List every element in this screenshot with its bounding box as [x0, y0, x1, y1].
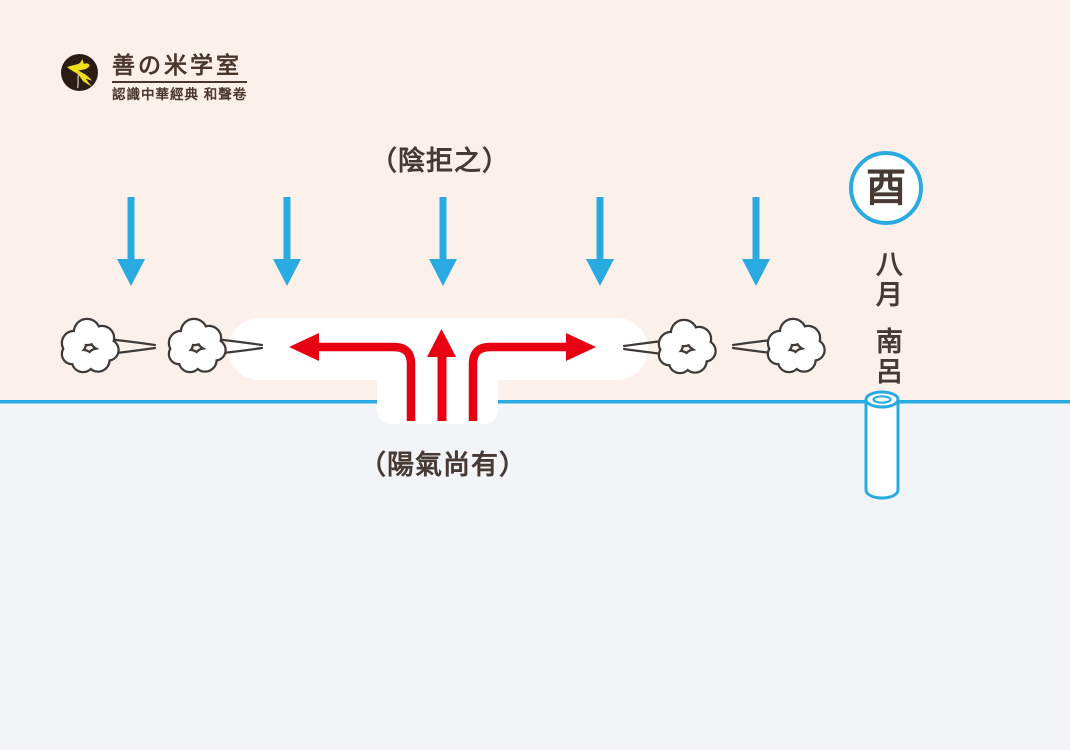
- pitch-label: 南呂: [871, 327, 902, 387]
- cloud-puff-icon: [170, 320, 264, 371]
- logo-text: 善の米学室 認識中華經典 和聲卷: [112, 54, 248, 102]
- month-label: 八月: [871, 250, 902, 310]
- cloud-puff-icon: [63, 320, 157, 371]
- down-arrow-icon: [117, 197, 145, 286]
- cloud-puff-icon: [731, 320, 824, 371]
- bird-icon: [61, 54, 98, 91]
- down-arrow-icon: [586, 197, 614, 286]
- down-arrow-icon: [742, 197, 770, 286]
- logo-subtitle: 認識中華經典 和聲卷: [112, 87, 248, 102]
- label-yang-remains: （陽氣尚有）: [359, 450, 527, 480]
- right-caption-column: 八月 南呂: [856, 250, 916, 387]
- down-arrow-icon: [273, 197, 301, 286]
- yang-rising-arrows: [289, 329, 596, 421]
- down-arrow-icon: [429, 197, 457, 286]
- ground-line: [0, 400, 1070, 404]
- cloud-puffs: [63, 320, 824, 372]
- logo: 善の米学室 認識中華經典 和聲卷: [61, 54, 248, 102]
- label-yin-resists: （陰拒之）: [370, 146, 510, 176]
- cloud-puff-icon: [622, 321, 715, 372]
- earthly-branch-badge: 酉: [849, 151, 923, 225]
- buried-pitch-pipe-icon: [864, 390, 900, 500]
- yin-down-arrows: [117, 197, 770, 286]
- logo-title: 善の米学室: [112, 54, 248, 83]
